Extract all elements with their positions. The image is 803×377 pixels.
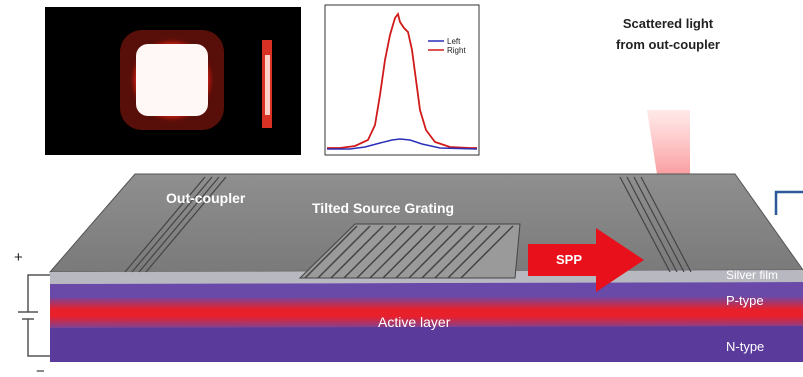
minus-sign: − (36, 363, 45, 377)
tilted-source-grating (298, 223, 521, 279)
out-coupler-grating (124, 176, 227, 273)
left-series-line (327, 138, 478, 150)
active-layer-label: Active layer (378, 314, 451, 330)
out-coupler-label: Out-coupler (166, 190, 246, 206)
plus-sign: + (14, 249, 23, 266)
n-type-label: N-type (726, 339, 764, 354)
scattered-light-label-1: Scattered light (623, 16, 714, 31)
spectrum-graph: Left Right (324, 4, 480, 156)
p-type-layer (50, 282, 803, 300)
scattered-light-label-2: from out-coupler (616, 37, 720, 52)
spp-label: SPP (556, 252, 582, 267)
legend-right: Right (447, 46, 466, 55)
right-out-coupler-grating (619, 176, 692, 273)
silver-film-label: Silver film (726, 268, 778, 282)
n-type-layer (50, 326, 803, 362)
active-layer (50, 296, 803, 330)
corner-bracket-icon (774, 190, 803, 215)
voltage-source (18, 274, 50, 357)
p-type-label: P-type (726, 293, 764, 308)
legend-left: Left (447, 37, 461, 46)
camera-image (45, 7, 301, 155)
spp-arrow (528, 228, 644, 292)
tilted-grating-label: Tilted Source Grating (312, 200, 454, 216)
right-series-line (327, 11, 477, 149)
